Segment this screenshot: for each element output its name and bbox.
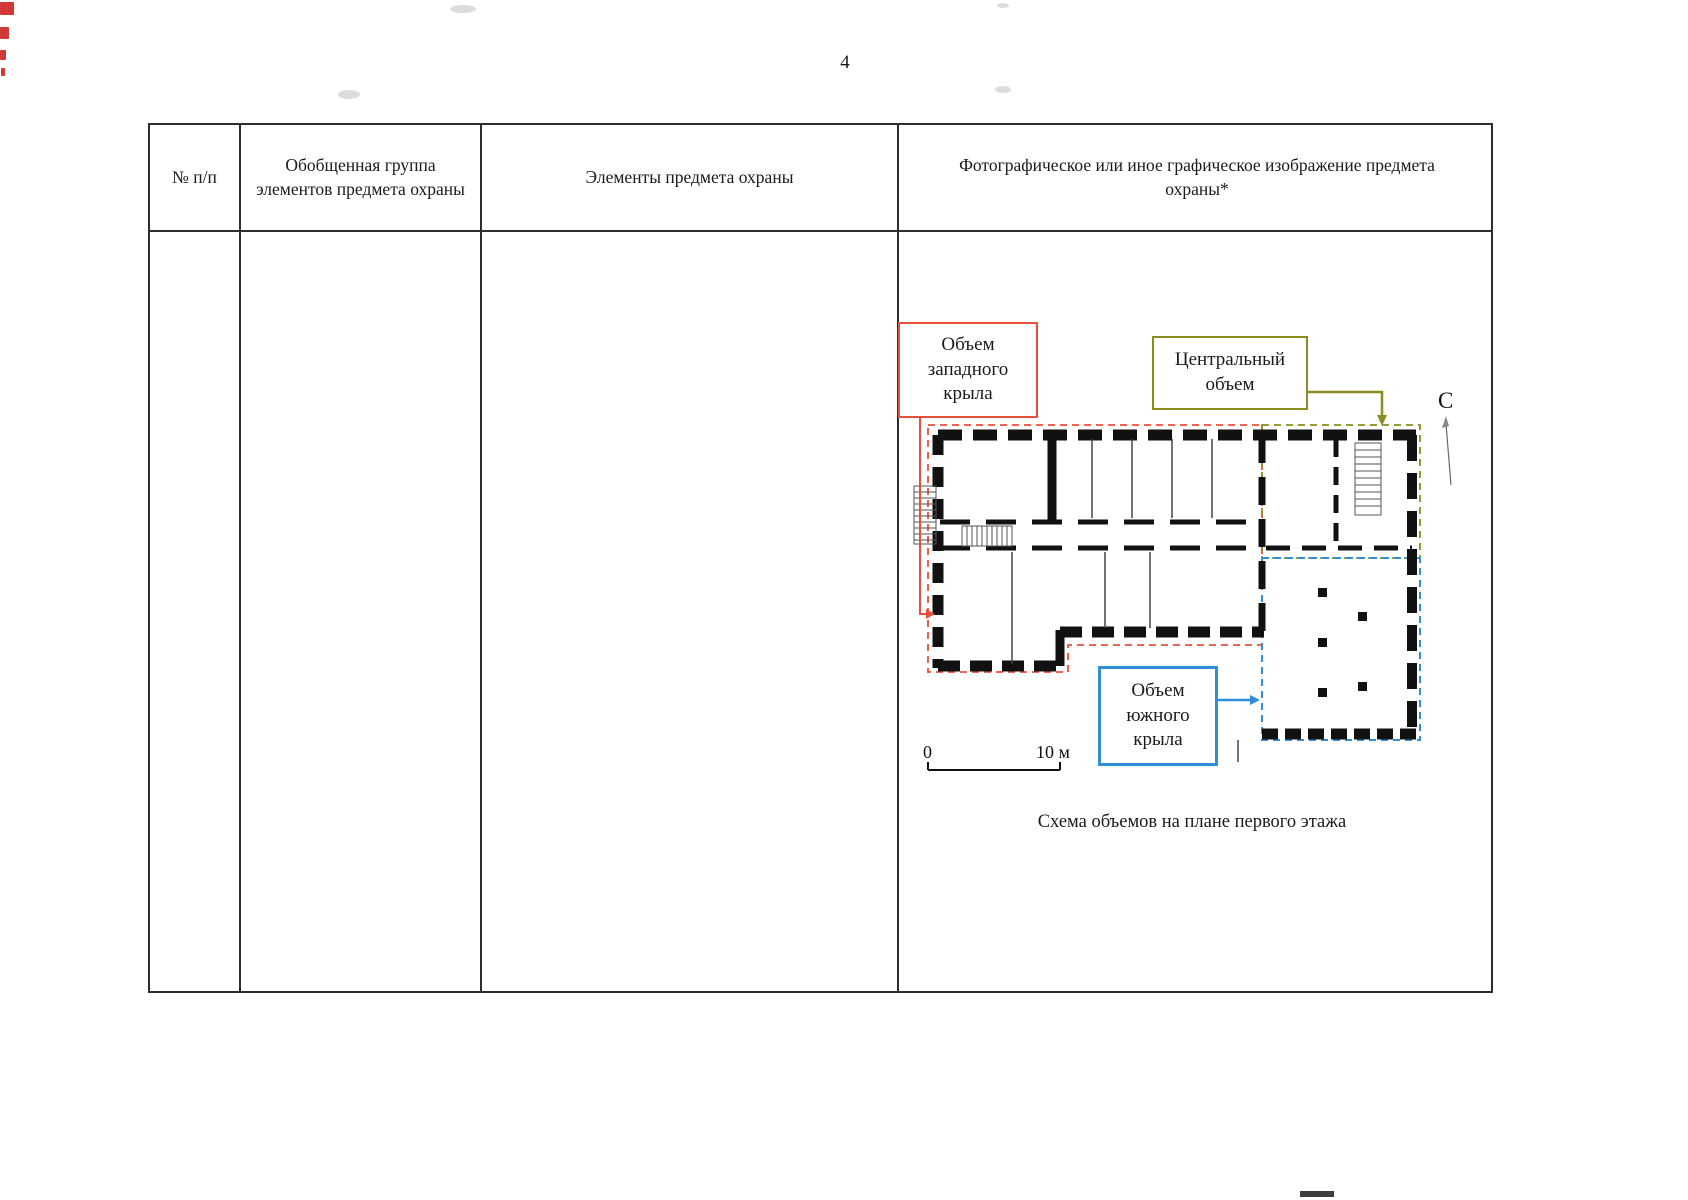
scan-artifact <box>995 86 1011 93</box>
scan-artifact <box>1 68 5 76</box>
scan-artifact <box>0 2 14 15</box>
table-column-divider <box>897 125 899 991</box>
exterior-walls <box>932 429 1417 740</box>
page-number: 4 <box>840 52 850 73</box>
central-volume-label-text: Центральный объем <box>1174 349 1286 395</box>
columns <box>1318 588 1367 697</box>
south-wing-arrow <box>1218 695 1260 705</box>
west-wing-label-text: Объем западного крыла <box>927 333 1009 405</box>
stairs <box>913 442 1382 547</box>
header-text: № п/п <box>172 166 217 187</box>
west-wing-arrow <box>919 418 935 619</box>
central-volume-label: Центральный объем <box>1152 336 1308 410</box>
north-letter: С <box>1438 388 1453 413</box>
scan-artifact <box>0 27 9 39</box>
central-volume-outline <box>1261 424 1421 559</box>
scan-artifact <box>338 90 360 99</box>
scan-artifact <box>0 50 6 60</box>
floor-plan-drawing: С 0 10 м <box>913 388 1453 771</box>
table-header-divider <box>150 230 1491 232</box>
header-cell-number: № п/п <box>150 125 239 230</box>
header-cell-group: Обобщенная группа элементов предмета охр… <box>241 125 480 230</box>
partition-walls <box>1011 439 1239 762</box>
scale-bar: 0 10 м <box>923 742 1070 771</box>
table-column-divider <box>480 125 482 991</box>
protection-subject-table: № п/п Обобщенная группа элементов предме… <box>148 123 1493 993</box>
south-wing-label-text: Объем южного крыла <box>1126 679 1190 751</box>
north-indicator: С <box>1438 388 1453 486</box>
scan-artifact <box>450 5 476 13</box>
table-column-divider <box>239 125 241 991</box>
south-wing-label: Объем южного крыла <box>1098 666 1218 766</box>
scan-artifact <box>997 3 1009 8</box>
scale-start-label: 0 <box>923 742 932 762</box>
west-wing-label: Объем западного крыла <box>898 322 1038 418</box>
interior-walls <box>940 435 1412 632</box>
figure-caption: Схема объемов на плане первого этажа <box>1037 812 1347 832</box>
header-cell-image: Фотографическое или иное графическое изо… <box>899 125 1495 230</box>
header-text: Фотографическое или иное графическое изо… <box>959 155 1435 199</box>
central-volume-arrow <box>1308 390 1387 426</box>
header-text: Элементы предмета охраны <box>585 166 794 187</box>
header-cell-elements: Элементы предмета охраны <box>482 125 897 230</box>
west-wing-outline <box>927 424 1263 673</box>
scan-artifact <box>1300 1191 1334 1197</box>
scale-end-label: 10 м <box>1036 742 1070 762</box>
header-text: Обобщенная группа элементов предмета охр… <box>256 155 465 199</box>
south-wing-outline <box>1261 557 1421 741</box>
